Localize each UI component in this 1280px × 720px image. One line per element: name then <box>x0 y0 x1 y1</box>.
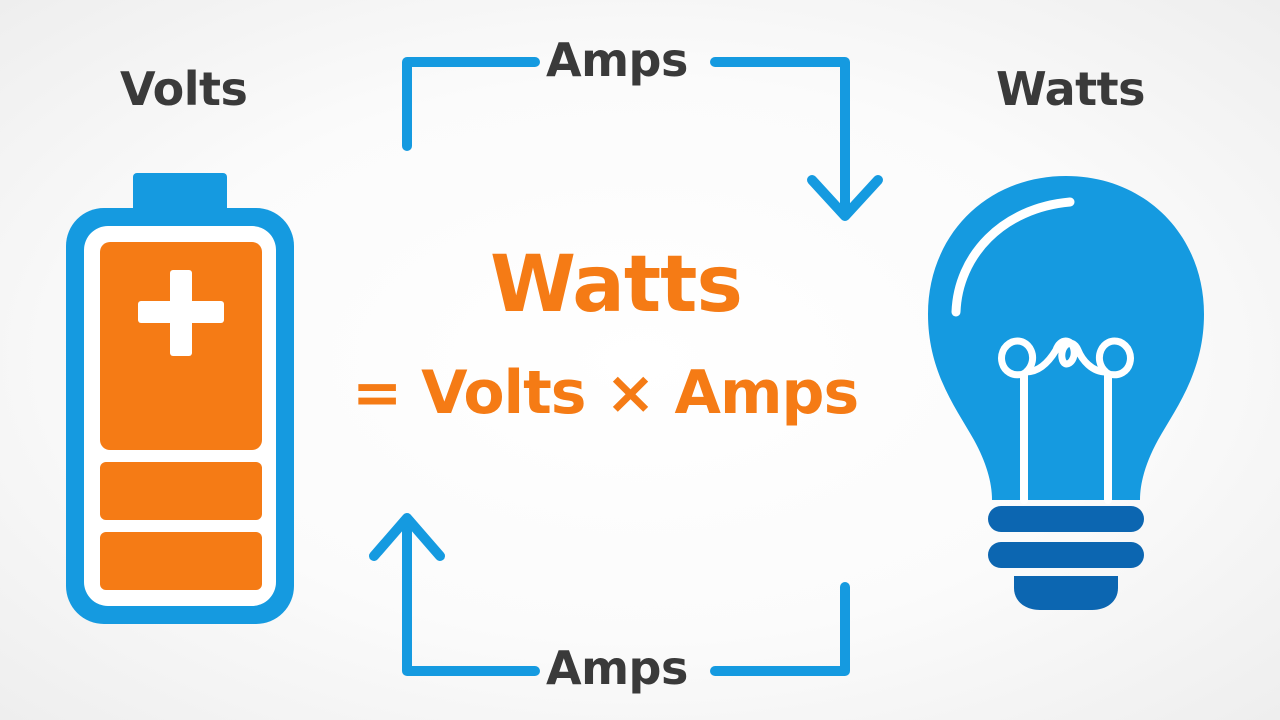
formula-title: Watts <box>490 240 743 330</box>
amps-top-label: Amps <box>546 33 688 87</box>
arrow-bottom-flow <box>369 513 850 676</box>
arrow-down-icon <box>807 175 883 221</box>
arrow-up-icon <box>369 513 445 561</box>
arrow-top-flow <box>402 57 883 221</box>
battery-icon <box>66 173 294 624</box>
watts-label: Watts <box>996 62 1146 116</box>
volts-label: Volts <box>120 62 248 116</box>
light-bulb-icon <box>928 176 1204 610</box>
amps-bottom-label: Amps <box>546 641 688 695</box>
formula-equation: = Volts × Amps <box>352 358 859 428</box>
